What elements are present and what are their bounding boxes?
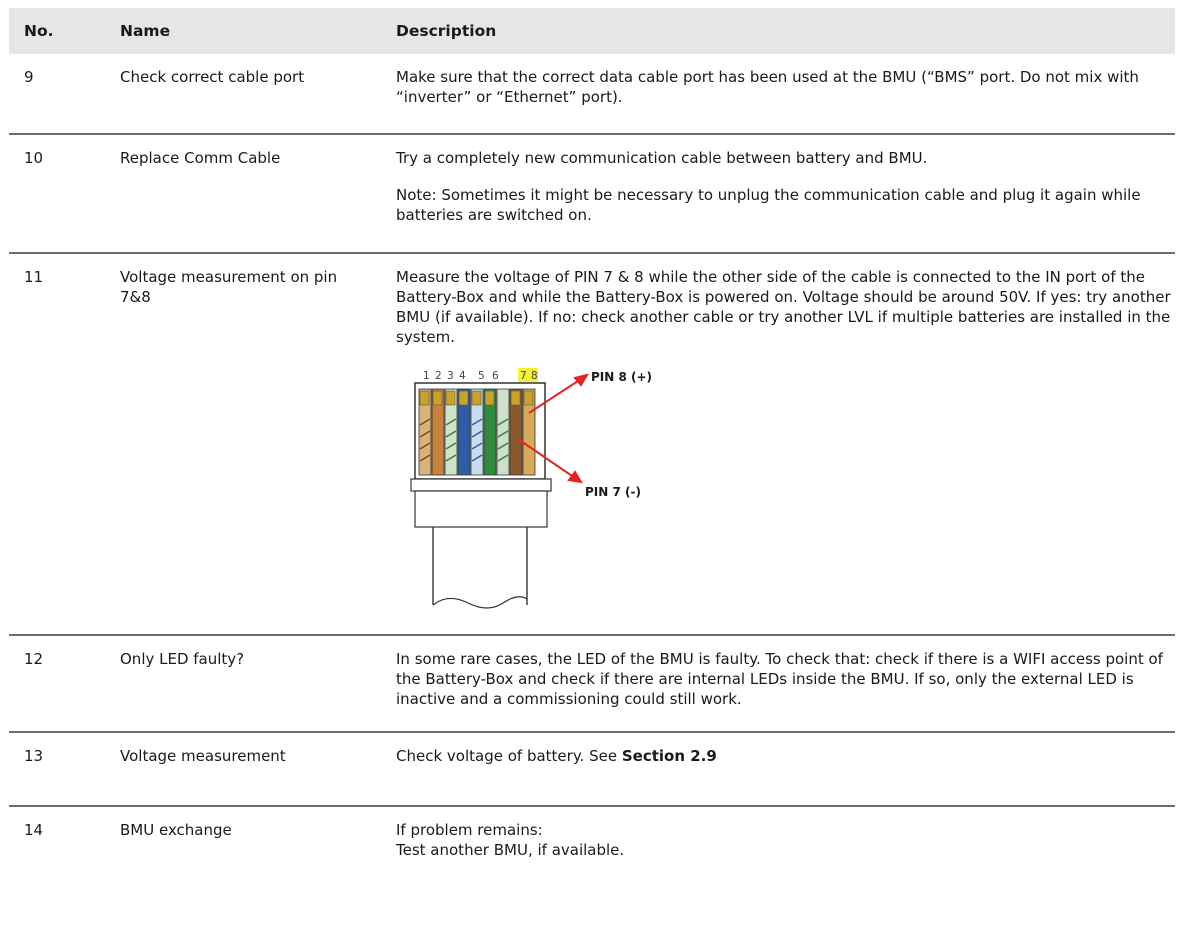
row-number: 10	[24, 149, 44, 167]
row-number: 11	[24, 268, 44, 286]
description-note: Note: Sometimes it might be necessary to…	[396, 186, 1141, 224]
pin-number: 3	[447, 370, 454, 382]
rj45-connector-illustration: 1 2 3 4 5 6 7 8	[410, 368, 652, 609]
row-name: Voltage measurement	[120, 747, 286, 765]
row-description: Measure the voltage of PIN 7 & 8 while t…	[396, 267, 1171, 347]
row-description: Make sure that the correct data cable po…	[396, 67, 1171, 107]
pin-number: 6	[492, 370, 499, 382]
table-row: 9 Check correct cable port Make sure tha…	[9, 54, 1175, 135]
description-text: In some rare cases, the LED of the BMU i…	[396, 650, 1163, 708]
cable-end	[432, 596, 528, 609]
table-row: 14 BMU exchange If problem remains: Test…	[9, 807, 1175, 873]
table-row: 12 Only LED faulty? In some rare cases, …	[9, 636, 1175, 733]
description-text: Measure the voltage of PIN 7 & 8 while t…	[396, 268, 1171, 346]
row-description: If problem remains: Test another BMU, if…	[396, 820, 1171, 860]
row-number: 9	[24, 68, 34, 86]
description-text: Test another BMU, if available.	[396, 841, 625, 859]
description-text: Check voltage of battery. See Section 2.…	[396, 746, 1171, 766]
header-name: Name	[120, 22, 171, 40]
description-prefix: Check voltage of battery. See	[396, 747, 622, 765]
pin-number: 7	[520, 370, 527, 382]
pin7-label: PIN 7 (-)	[585, 485, 641, 499]
pin-highlight	[518, 368, 538, 382]
table-row: 11 Voltage measurement on pin 7&8 Measur…	[9, 254, 1175, 636]
pin-number: 8	[531, 370, 538, 382]
pin-number: 4	[459, 370, 466, 382]
description-text: Try a completely new communication cable…	[396, 149, 928, 167]
connector-boot	[414, 490, 548, 528]
rj45-pinout-figure: 1 2 3 4 5 6 7 8	[403, 365, 663, 625]
pin-number: 5	[478, 370, 485, 382]
table-row: 10 Replace Comm Cable Try a completely n…	[9, 135, 1175, 254]
pin8-label: PIN 8 (+)	[591, 370, 652, 384]
pin-number: 1	[423, 370, 430, 382]
cable-outline	[432, 527, 528, 605]
row-name: Check correct cable port	[120, 68, 305, 86]
row-name: Voltage measurement on pin 7&8	[120, 268, 338, 306]
pin-contacts	[419, 390, 534, 406]
section-reference: Section 2.9	[621, 747, 717, 765]
description-text: Make sure that the correct data cable po…	[396, 68, 1139, 106]
header-description: Description	[396, 22, 497, 40]
row-description: Try a completely new communication cable…	[396, 148, 1171, 225]
row-number: 12	[24, 650, 44, 668]
description-text: If problem remains:	[396, 821, 543, 839]
table-header: No. Name Description	[9, 8, 1175, 54]
troubleshooting-table: No. Name Description 9 Check correct cab…	[9, 8, 1175, 873]
connector-wires	[418, 388, 536, 476]
row-number: 14	[24, 821, 44, 839]
connector-clip	[410, 478, 552, 492]
header-no: No.	[24, 22, 54, 40]
row-description: Check voltage of battery. See Section 2.…	[396, 746, 1171, 766]
row-description: In some rare cases, the LED of the BMU i…	[396, 649, 1171, 709]
row-name: Replace Comm Cable	[120, 149, 281, 167]
pin-arrows	[517, 373, 590, 484]
wire-stripes	[419, 418, 509, 462]
row-number: 13	[24, 747, 44, 765]
row-name: Only LED faulty?	[120, 650, 245, 668]
table-row: 13 Voltage measurement Check voltage of …	[9, 733, 1175, 807]
pin-number-labels: 1 2 3 4 5 6 7 8	[423, 370, 538, 382]
row-name: BMU exchange	[120, 821, 232, 839]
pin-number: 2	[435, 370, 442, 382]
